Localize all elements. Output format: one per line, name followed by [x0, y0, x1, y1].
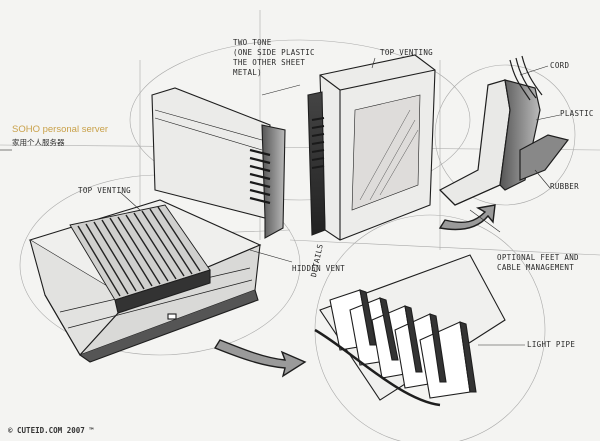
note-optional-feet-line: CABLE MANAGEMENT [497, 263, 575, 272]
note-two-tone: TWO TONE (ONE SIDE PLASTIC THE OTHER SHE… [233, 38, 315, 78]
note-optional-feet-line: OPTIONAL FEET AND [497, 253, 579, 262]
note-optional-feet: OPTIONAL FEET AND CABLE MANAGEMENT [497, 253, 579, 273]
vent-detail-view [314, 254, 506, 407]
note-cord: CORD [550, 61, 570, 70]
stand-detail-view [438, 55, 570, 206]
note-two-tone-line: METAL) [233, 68, 262, 77]
server-angled-view [151, 87, 286, 239]
note-two-tone-line: TWO TONE [233, 38, 272, 47]
note-two-tone-line: (ONE SIDE PLASTIC [233, 48, 315, 57]
note-top-venting-upper: TOP VENTING [380, 48, 433, 57]
note-hidden-vent: HIDDEN VENT [292, 264, 345, 273]
server-upright-view [307, 54, 436, 241]
note-top-venting-left: TOP VENTING [78, 186, 131, 195]
watermark: © CUTEID.COM 2007 ™ [8, 426, 94, 435]
note-two-tone-line: THE OTHER SHEET [233, 58, 306, 67]
direction-arrows [213, 204, 496, 378]
server-flat-view [28, 199, 262, 363]
product-title-cn: 家用个人服务器 [12, 138, 65, 147]
note-plastic: PLASTIC [560, 109, 594, 118]
callout-leaders [0, 57, 561, 346]
note-rubber: RUBBER [550, 182, 579, 191]
product-title-en: SOHO personal server [12, 124, 109, 135]
note-light-pipe: LIGHT PIPE [527, 340, 576, 349]
